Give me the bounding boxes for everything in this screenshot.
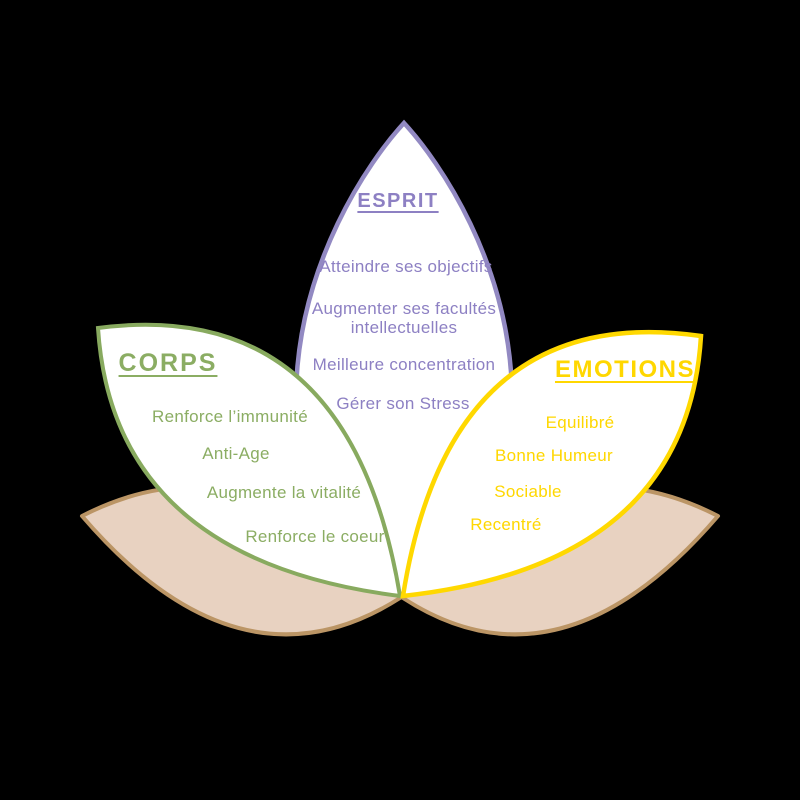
corps-petal-shape	[95, 322, 403, 599]
esprit-item: Augmenter ses facultés intellectuelles	[311, 299, 497, 337]
corps-item: Renforce le coeur	[245, 527, 385, 546]
emotions-item: Equilibré	[545, 413, 615, 432]
corps-item: Anti-Age	[202, 444, 270, 463]
corps-item: Augmente la vitalité	[206, 483, 362, 502]
emotions-petal-shape	[400, 329, 704, 599]
esprit-title: ESPRIT	[357, 190, 439, 212]
corps-title: CORPS	[118, 349, 218, 377]
emotions-title: EMOTIONS	[554, 356, 695, 383]
emotions-item: Sociable	[494, 482, 562, 501]
esprit-item: Meilleure concentration	[312, 355, 496, 374]
esprit-item: Gérer son Stress	[336, 394, 470, 413]
emotions-item: Recentré	[470, 515, 542, 534]
emotions-item: Bonne Humeur	[495, 446, 613, 465]
esprit-item: Atteindre ses objectifs	[319, 257, 493, 276]
corps-item: Renforce l’immunité	[152, 407, 308, 426]
